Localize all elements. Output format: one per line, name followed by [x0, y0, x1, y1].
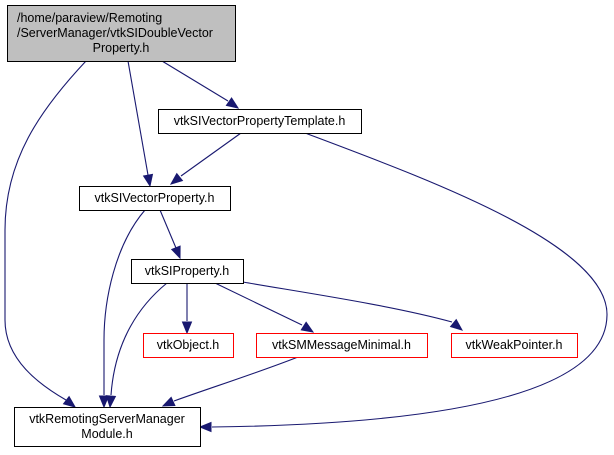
edge-root-to-template: [161, 60, 240, 109]
edge-siprop-to-module: [105, 282, 168, 409]
edge-line: [214, 282, 303, 326]
arrowhead-icon: [449, 318, 464, 331]
edge-line: [103, 209, 146, 395]
node-box[interactable]: [7, 5, 236, 62]
edge-root-to-module: [4, 60, 87, 408]
node-label: vtkObject.h: [157, 338, 220, 352]
node-box[interactable]: [451, 333, 578, 358]
arrowhead-icon: [300, 321, 315, 333]
edge-line: [242, 281, 453, 323]
node-template[interactable]: vtkSIVectorPropertyTemplate.h: [158, 109, 362, 134]
edge-line: [211, 132, 608, 428]
arrowhead-icon: [170, 245, 181, 260]
edge-smmsg-to-module: [161, 356, 299, 407]
node-label: vtkSIVectorPropertyTemplate.h: [174, 114, 346, 128]
edge-siprop-to-object: [181, 283, 193, 335]
edge-line: [4, 60, 87, 401]
node-label: vtkSIVectorProperty.h: [95, 191, 215, 205]
node-vectorprop[interactable]: vtkSIVectorProperty.h: [79, 186, 231, 211]
arrowhead-icon: [142, 173, 154, 188]
node-label: Module.h: [81, 427, 132, 441]
node-label: vtkRemotingServerManager: [29, 412, 185, 426]
edge-template-to-module: [198, 132, 608, 433]
node-label: vtkWeakPointer.h: [465, 338, 562, 352]
edge-vectorprop-to-module: [98, 209, 146, 409]
node-label: vtkSMMessageMinimal.h: [272, 338, 411, 352]
node-smmsg[interactable]: vtkSMMessageMinimal.h: [256, 333, 428, 358]
edge-siprop-to-weakptr: [242, 281, 464, 331]
arrowhead-icon: [98, 395, 110, 409]
edge-line: [159, 209, 177, 249]
node-siprop[interactable]: vtkSIProperty.h: [131, 259, 244, 284]
edge-line: [161, 60, 229, 102]
node-box[interactable]: [158, 109, 362, 134]
node-box[interactable]: [79, 186, 231, 211]
node-label: Property.h: [93, 41, 150, 55]
edge-line: [180, 132, 242, 177]
edge-siprop-to-smmsg: [214, 282, 315, 333]
edge-line: [110, 282, 168, 396]
nodes-layer: /home/paraview/Remoting/ServerManager/vt…: [7, 5, 578, 447]
arrowhead-icon: [181, 321, 193, 335]
arrowhead-icon: [161, 396, 176, 407]
node-weakptr[interactable]: vtkWeakPointer.h: [451, 333, 578, 358]
edge-template-to-vectorprop: [169, 132, 242, 185]
node-box[interactable]: [131, 259, 244, 284]
node-box[interactable]: [14, 407, 201, 447]
node-object[interactable]: vtkObject.h: [143, 333, 234, 358]
node-root[interactable]: /home/paraview/Remoting/ServerManager/vt…: [7, 5, 236, 62]
arrowhead-icon: [198, 421, 212, 433]
edge-vectorprop-to-siprop: [159, 209, 181, 260]
node-label: /ServerManager/vtkSIDoubleVector: [17, 26, 213, 40]
arrowhead-icon: [169, 172, 184, 185]
arrowhead-icon: [225, 97, 240, 109]
arrowhead-icon: [105, 395, 117, 409]
node-label: /home/paraview/Remoting: [17, 11, 162, 25]
arrowhead-icon: [62, 395, 77, 408]
edge-line: [173, 356, 299, 402]
node-box[interactable]: [143, 333, 234, 358]
edge-line: [127, 60, 149, 176]
edge-root-to-vectorprop: [127, 60, 154, 188]
edges-layer: [4, 60, 608, 433]
node-label: vtkSIProperty.h: [145, 264, 230, 278]
node-box[interactable]: [256, 333, 428, 358]
